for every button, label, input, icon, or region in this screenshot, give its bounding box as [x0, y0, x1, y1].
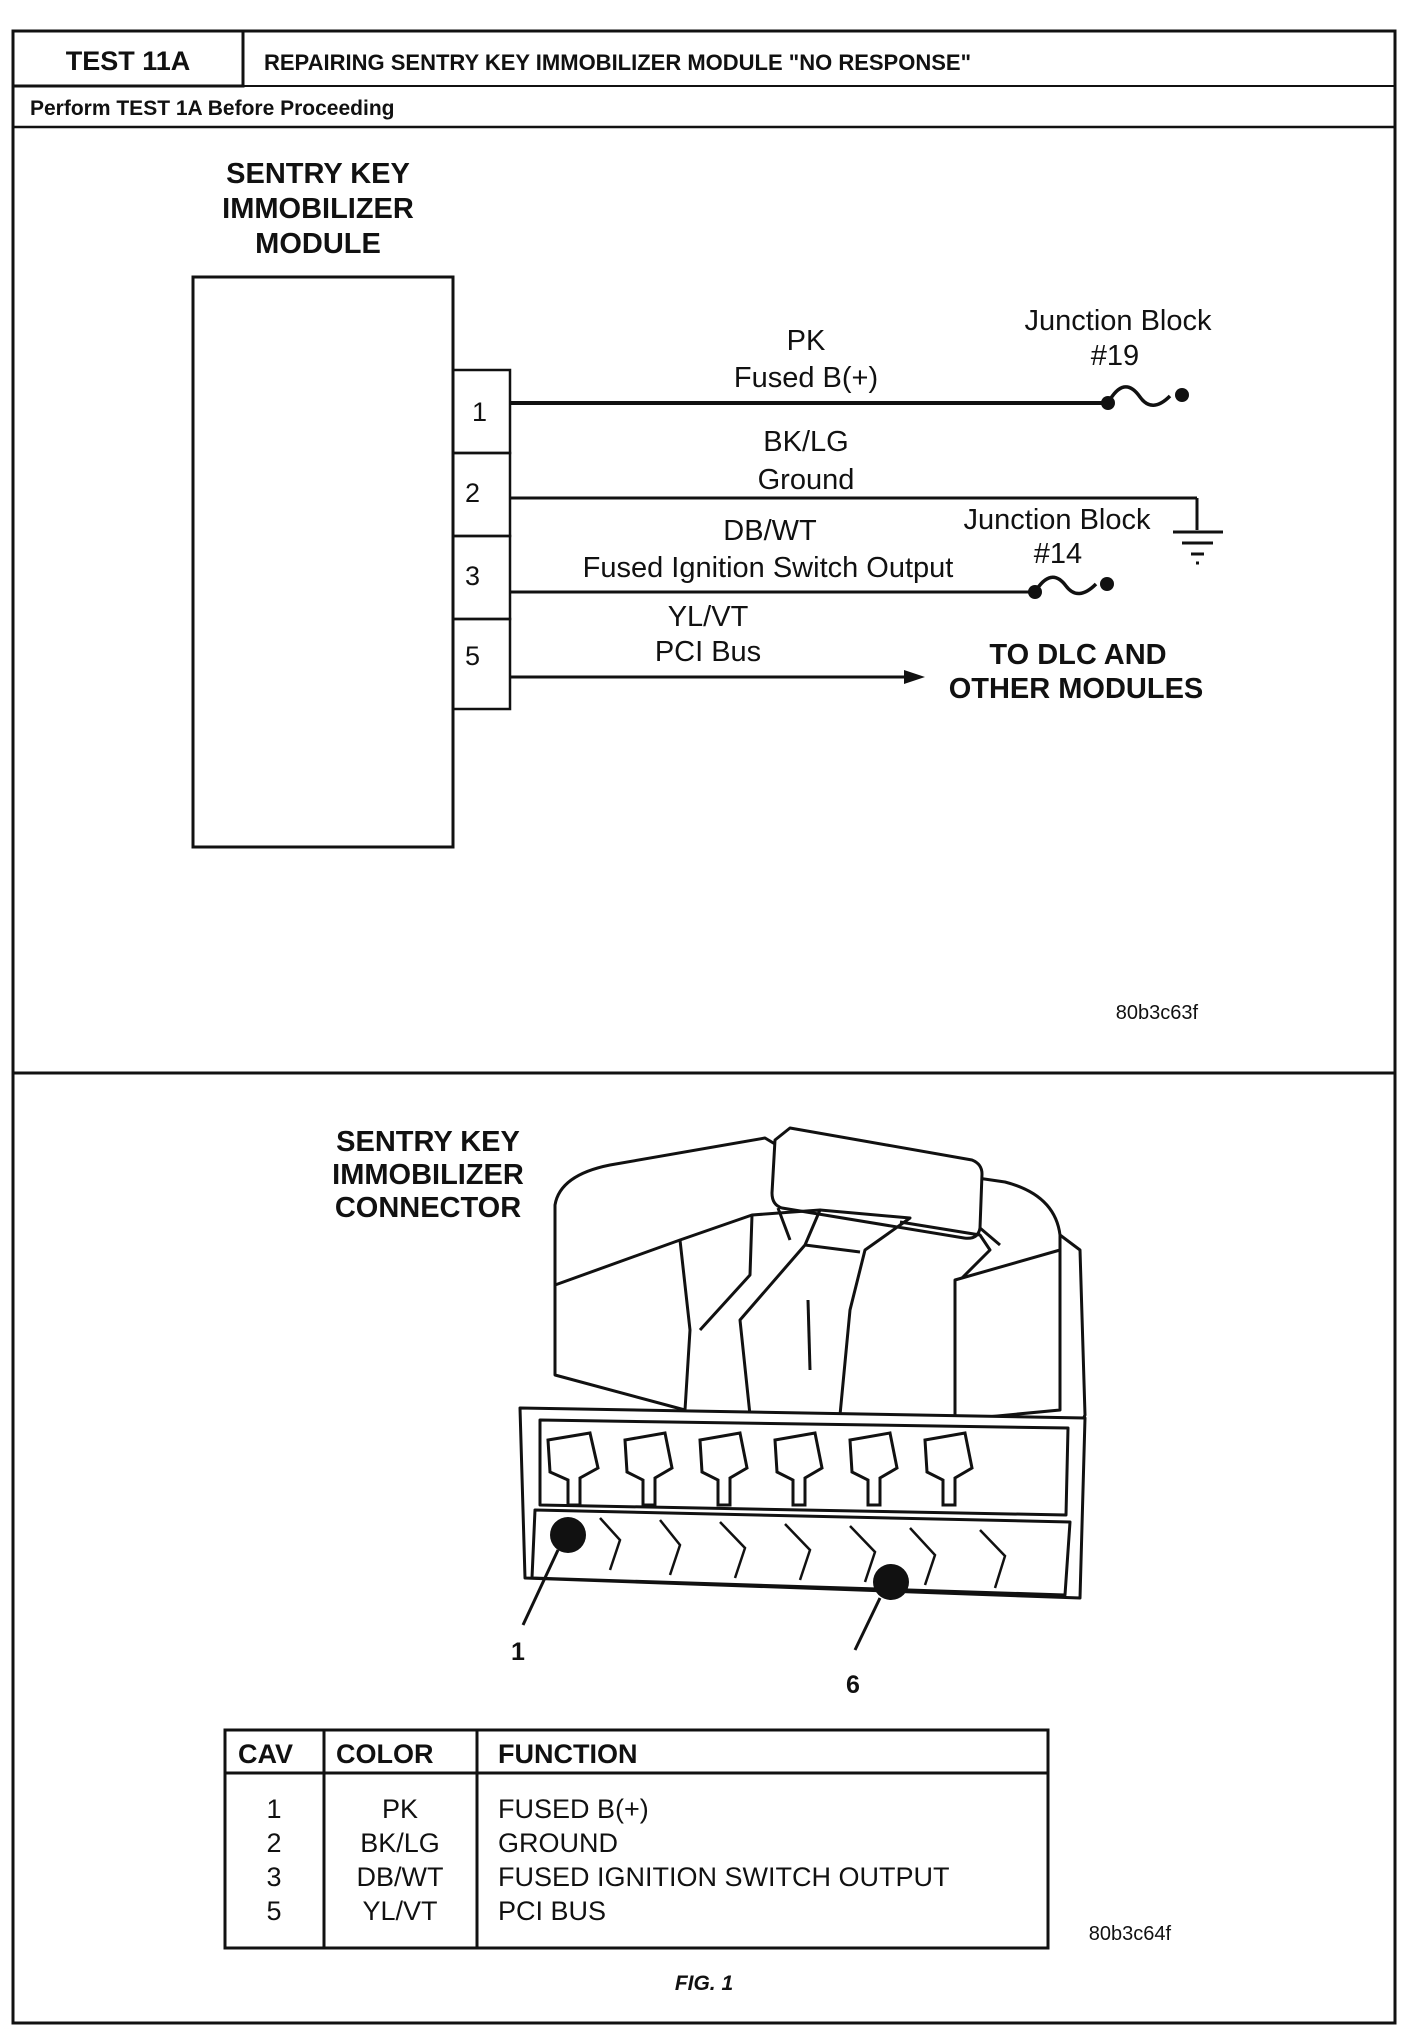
table-row-3-function: FUSED IGNITION SWITCH OUTPUT	[498, 1862, 950, 1892]
destination-line-1: TO DLC AND	[989, 639, 1166, 671]
table-row-2-function: GROUND	[498, 1828, 618, 1858]
cavity-1	[546, 1431, 600, 1507]
cavity-4	[773, 1431, 824, 1507]
cavity-6	[923, 1431, 974, 1507]
immobilizer-module-box	[191, 275, 455, 849]
pin-table-frame	[223, 1728, 1050, 1950]
pin-table: CAV COLOR FUNCTION 1 PK FUSED B(+) 2 BK/…	[223, 1728, 1050, 1950]
junction-19-number: #19	[1091, 340, 1139, 372]
wire-db-wt-color: DB/WT	[723, 515, 817, 547]
connector-illustration	[518, 1126, 1087, 1600]
pin-6-leader	[853, 1597, 882, 1651]
pin-label-1: 1	[472, 397, 487, 427]
header-title: REPAIRING SENTRY KEY IMMOBILIZER MODULE …	[264, 50, 971, 75]
page-frame	[11, 29, 1397, 2025]
connector-figure-id: 80b3c64f	[1089, 1923, 1172, 1945]
connector-cavities	[546, 1431, 974, 1507]
wire-yl-vt-color: YL/VT	[668, 601, 749, 633]
table-row-4-cav: 5	[266, 1896, 281, 1926]
wire-bk-lg-color: BK/LG	[763, 426, 848, 458]
table-header-color: COLOR	[336, 1739, 434, 1769]
pin-1-marker	[550, 1517, 586, 1553]
pin-6-callout: 6	[846, 1671, 860, 1699]
connector-ribs	[599, 1517, 1007, 1589]
table-row-2-color: BK/LG	[360, 1828, 440, 1858]
table-row-1-function: FUSED B(+)	[498, 1794, 649, 1824]
table-row-4-function: PCI BUS	[498, 1896, 606, 1926]
junction-14-label: Junction Block	[964, 504, 1151, 536]
cavity-5	[848, 1431, 899, 1507]
wire-bk-lg-function: Ground	[758, 464, 855, 496]
fuse-19-icon	[1101, 385, 1189, 410]
ground-icon	[1173, 530, 1223, 565]
pin-label-5: 5	[465, 641, 480, 671]
test-id: TEST 11A	[66, 46, 191, 76]
cavity-3	[698, 1431, 749, 1507]
connector-section: SENTRY KEY IMMOBILIZER CONNECTOR	[332, 1126, 1087, 1699]
module-title-line-3: MODULE	[255, 228, 381, 260]
schematic-figure-id: 80b3c63f	[1116, 1002, 1199, 1024]
destination-line-2: OTHER MODULES	[949, 673, 1204, 705]
pin-label-3: 3	[465, 561, 480, 591]
module-title-line-2: IMMOBILIZER	[222, 193, 414, 225]
table-row-1-color: PK	[382, 1794, 418, 1824]
table-row-2-cav: 2	[266, 1828, 281, 1858]
arrow-icon	[904, 670, 925, 684]
wire-pk-color: PK	[787, 325, 826, 357]
pin-box-2	[451, 451, 512, 538]
wire-db-wt-function: Fused Ignition Switch Output	[583, 552, 954, 584]
wire-yl-vt-function: PCI Bus	[655, 636, 761, 668]
schematic: SENTRY KEY IMMOBILIZER MODULE 1 2 3 5 PK…	[191, 158, 1223, 1024]
table-row-3-color: DB/WT	[357, 1862, 444, 1892]
junction-19-label: Junction Block	[1025, 305, 1212, 337]
table-header-cav: CAV	[238, 1739, 293, 1769]
wire-pk-function: Fused B(+)	[734, 362, 878, 394]
fuse-14-icon	[1028, 575, 1114, 599]
table-row-1-cav: 1	[266, 1794, 281, 1824]
module-title-line-1: SENTRY KEY	[226, 158, 410, 190]
figure-caption: FIG. 1	[675, 1972, 733, 1995]
prerequisite-note: Perform TEST 1A Before Proceeding	[30, 97, 394, 120]
connector-title-line-3: CONNECTOR	[335, 1192, 521, 1224]
pin-label-2: 2	[465, 478, 480, 508]
cavity-2	[623, 1431, 674, 1507]
table-row-3-cav: 3	[266, 1862, 281, 1892]
pin-1-callout: 1	[511, 1638, 525, 1666]
table-row-4-color: YL/VT	[362, 1896, 437, 1926]
connector-title-line-1: SENTRY KEY	[336, 1126, 520, 1158]
pin-1-leader	[521, 1549, 560, 1626]
pin-6-marker	[873, 1564, 909, 1600]
connector-title-line-2: IMMOBILIZER	[332, 1159, 524, 1191]
pin-box-3	[451, 534, 512, 621]
pin-box-5	[451, 617, 512, 711]
table-header-function: FUNCTION	[498, 1739, 637, 1769]
junction-14-number: #14	[1034, 538, 1082, 570]
